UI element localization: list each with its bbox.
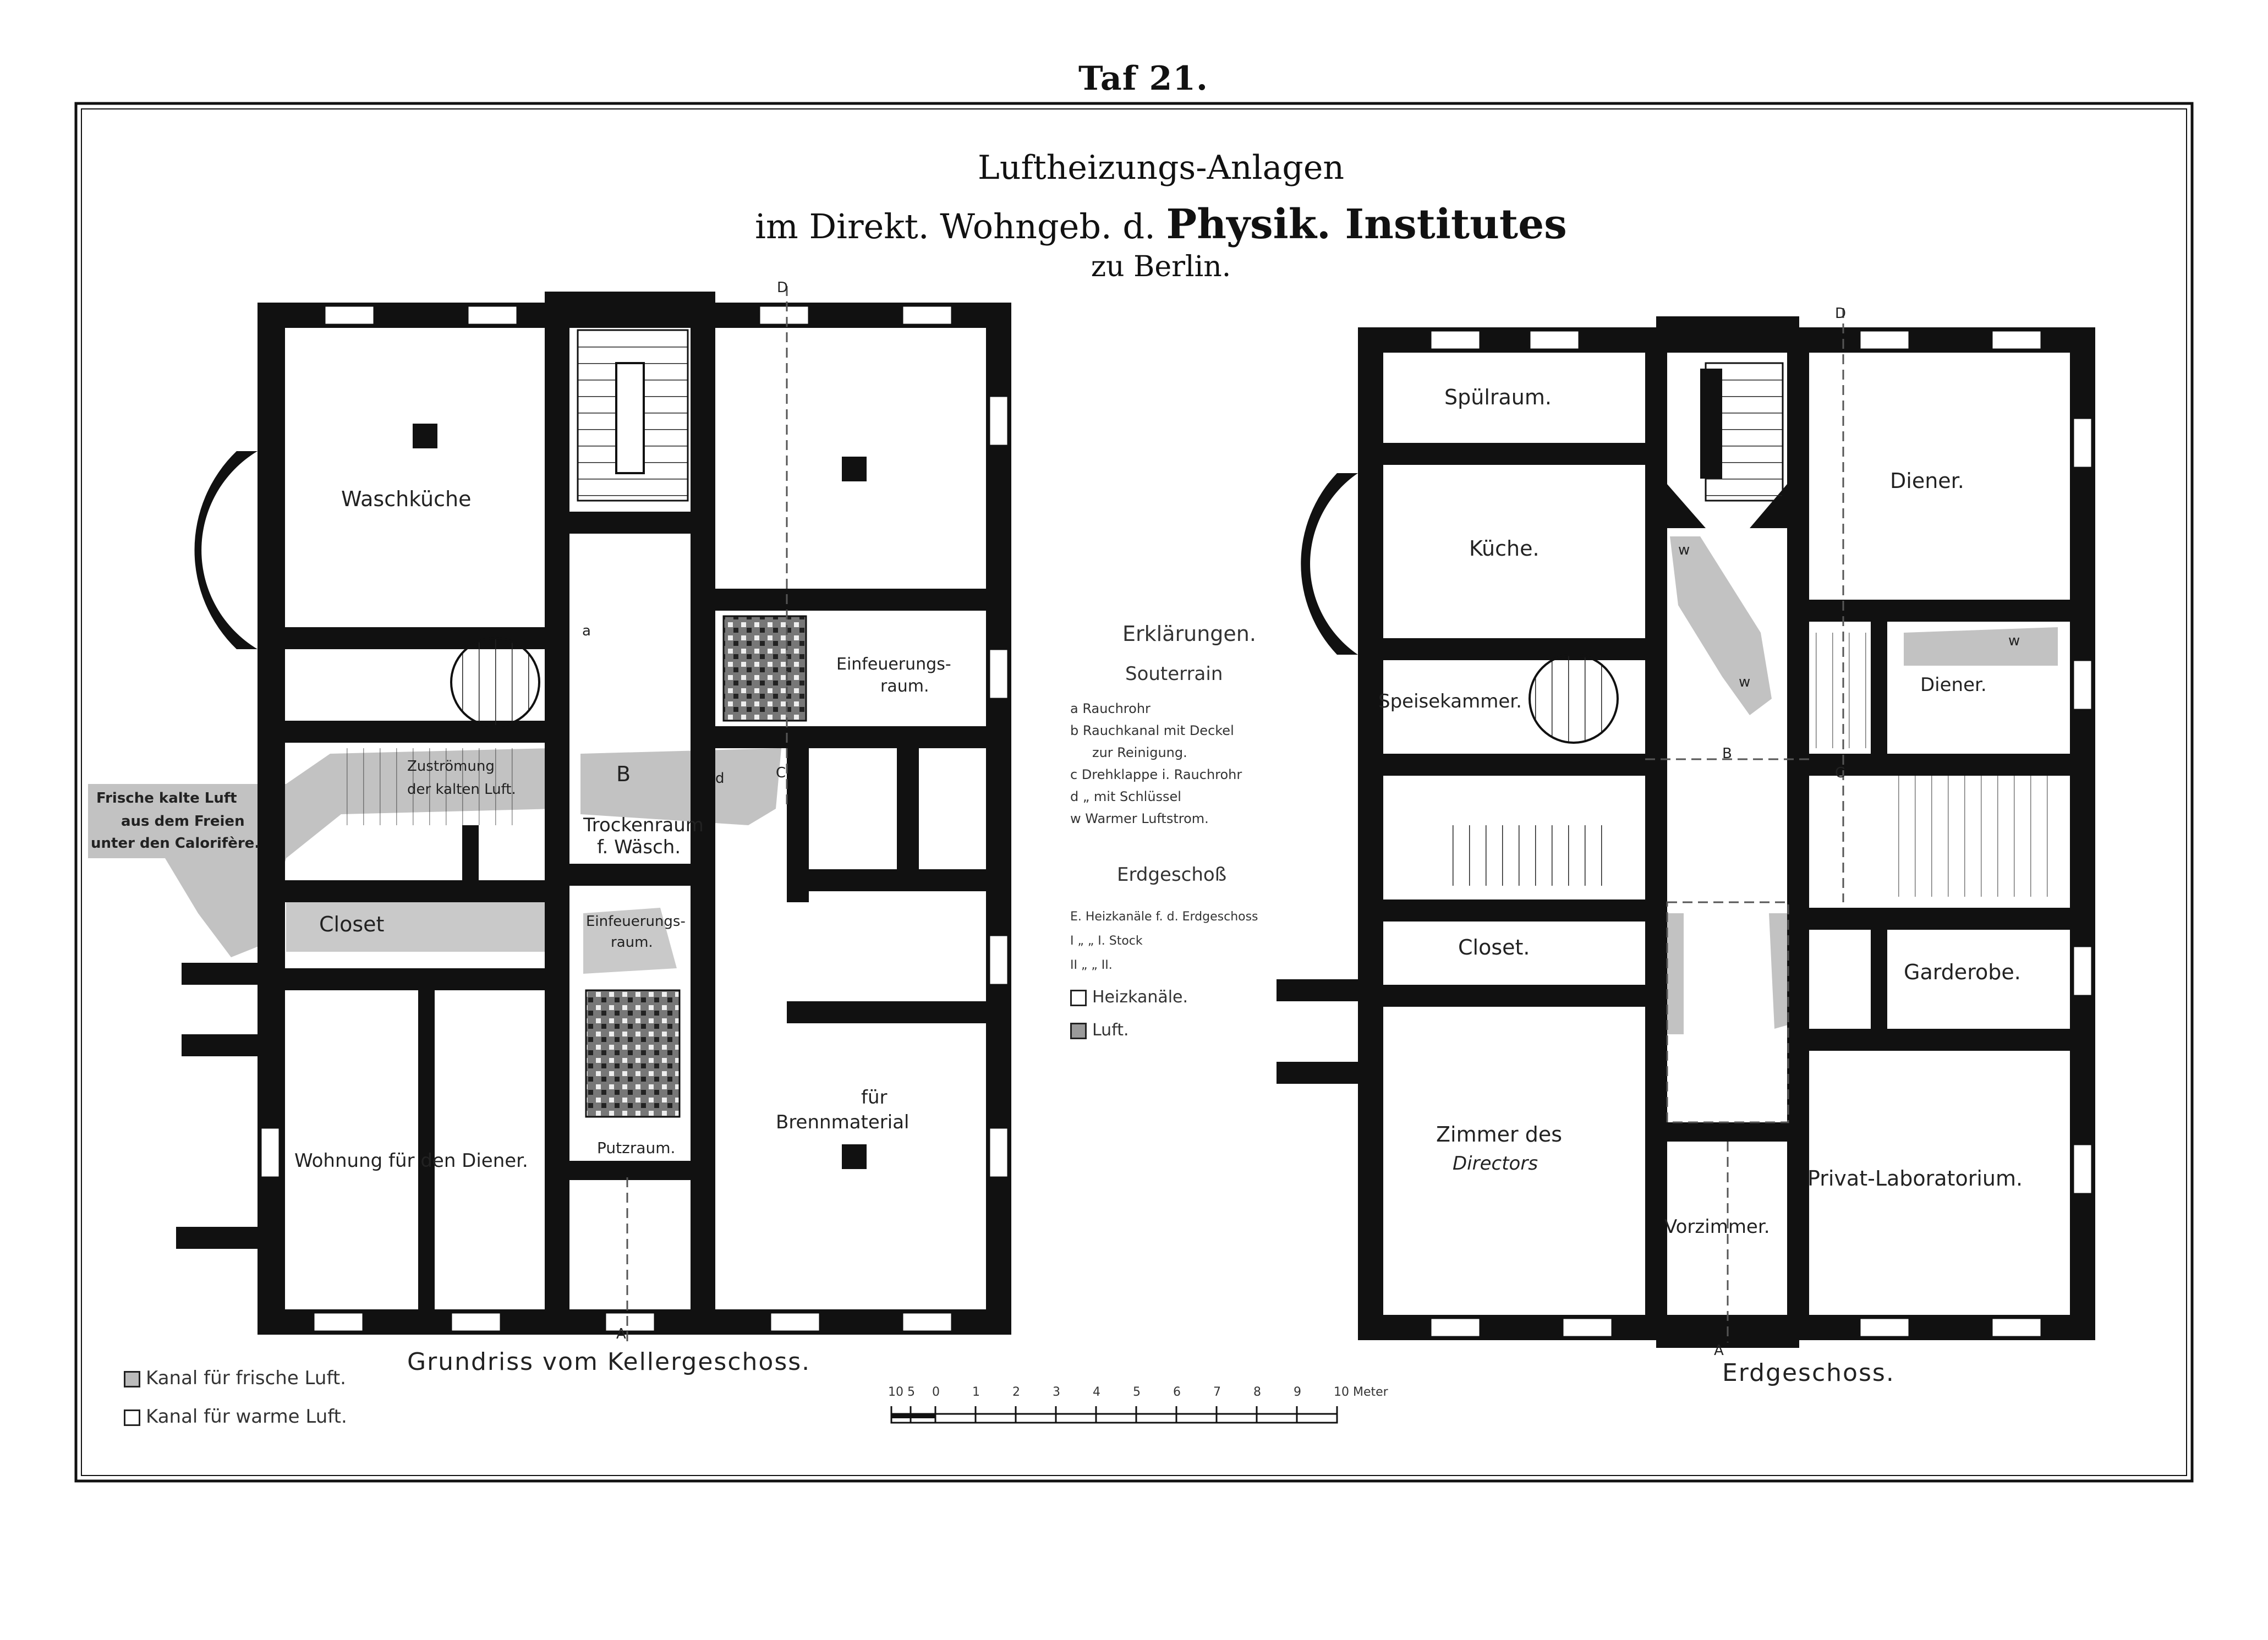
mark-C-basement: C — [776, 765, 786, 781]
subtitle-emphasis: Physik. Institutes — [1166, 201, 1567, 248]
key-frische-label: Kanal für frische Luft. — [146, 1367, 346, 1389]
plate-title: Luftheizungs-Anlagen — [977, 149, 1344, 187]
room-brennmaterial-2: Brennmaterial — [776, 1111, 910, 1133]
room-einfeuerung-lower-2: raum. — [611, 934, 653, 951]
legend-souterrain-item: a Rauchrohr — [1070, 701, 1151, 716]
room-diener-lower: Diener. — [1920, 674, 1987, 696]
scale-tick-label: 3 — [1053, 1385, 1060, 1399]
room-zimmer-directors-1: Zimmer des — [1436, 1122, 1563, 1147]
label-fresh-air-2: aus dem Freien — [121, 813, 245, 830]
legend-heading: Erklärungen. — [1122, 622, 1256, 646]
mark-w-3: w — [2008, 633, 2020, 649]
room-zimmer-directors-2: Directors — [1453, 1153, 1538, 1175]
scale-tick-label: 6 — [1173, 1385, 1181, 1399]
mark-A-basement: A — [616, 1326, 626, 1342]
room-diener-upper: Diener. — [1890, 469, 1964, 493]
legend-souterrain-item: d „ mit Schlüssel — [1070, 789, 1181, 804]
legend-erdgeschoss-list: E. Heizkanäle f. d. Erdgeschoss I „ „ I.… — [1070, 905, 1258, 978]
room-wohnung-diener: Wohnung für den Diener. — [294, 1150, 528, 1172]
key-frische-luft: Kanal für frische Luft. — [124, 1367, 346, 1389]
legend-souterrain-item: w Warmer Luftstrom. — [1070, 811, 1209, 826]
white-square-icon — [124, 1409, 140, 1426]
legend-souterrain-item: b Rauchkanal mit Deckel — [1070, 723, 1234, 738]
legend-souterrain-heading: Souterrain — [1125, 663, 1223, 685]
label-fresh-air-3: unter den Calorifère. — [91, 835, 260, 852]
mark-d: d — [715, 770, 725, 787]
scale-tick-label: 8 — [1253, 1385, 1261, 1399]
legend-heizkanaele-label: Heizkanäle. — [1092, 988, 1188, 1007]
grey-square-icon — [124, 1370, 140, 1387]
mark-C-ground: C — [1835, 765, 1845, 781]
scale-tick-label: 7 — [1213, 1385, 1221, 1399]
legend-souterrain-list: a Rauchrohr b Rauchkanal mit Deckel zur … — [1070, 698, 1242, 830]
room-speisekammer: Speisekammer. — [1378, 690, 1522, 712]
scale-tick-label: 5 — [1133, 1385, 1141, 1399]
scale-tick-label: 9 — [1294, 1385, 1301, 1399]
scale-bar — [890, 1406, 1338, 1424]
plate-subtitle: im Direkt. Wohngeb. d. Physik. Institute… — [715, 201, 1607, 248]
room-closet-basement: Closet — [319, 912, 385, 936]
plate-number: Taf 21. — [1078, 59, 1208, 98]
mark-w-1: w — [1678, 542, 1690, 558]
label-fresh-air-1: Frische kalte Luft — [96, 790, 237, 807]
plate-frame — [74, 102, 2194, 1483]
label-zustroemung-2: der kalten Luft. — [407, 781, 516, 798]
legend-erdgeschoss-heading: Erdgeschoß — [1117, 864, 1227, 886]
legend-souterrain-item: zur Reinigung. — [1092, 745, 1187, 760]
legend-erdgeschoss-item: E. Heizkanäle f. d. Erdgeschoss — [1070, 910, 1258, 924]
scale-tick-label: 10 Meter — [1334, 1385, 1388, 1399]
calorifere-upper — [722, 615, 807, 722]
legend-luft-label: Luft. — [1092, 1021, 1129, 1040]
room-garderobe: Garderobe. — [1904, 960, 2021, 984]
legend-luft: Luft. — [1070, 1021, 1129, 1040]
room-trockenraum-2: f. Wäsch. — [597, 836, 681, 858]
scale-tick-label: 4 — [1093, 1385, 1100, 1399]
white-square-icon — [1070, 989, 1087, 1006]
calorifere-lower — [585, 989, 681, 1118]
legend-erdgeschoss-item: I „ „ I. Stock — [1070, 934, 1143, 948]
label-zustroemung: Zuströmung — [407, 758, 495, 775]
room-spuelraum: Spülraum. — [1444, 385, 1552, 409]
grey-square-icon — [1070, 1022, 1087, 1039]
mark-D-basement: D — [777, 279, 788, 296]
mark-B-ground: B — [1722, 745, 1732, 762]
scale-tick-label: 10 — [888, 1385, 903, 1399]
caption-basement: Grundriss vom Kellergeschoss. — [407, 1348, 811, 1376]
mark-A-ground: A — [1714, 1342, 1724, 1359]
room-waschkueche: Waschküche — [341, 487, 472, 511]
room-vorzimmer: Vorzimmer. — [1664, 1216, 1770, 1238]
legend-heizkanaele: Heizkanäle. — [1070, 988, 1188, 1007]
basement-plan — [88, 286, 1011, 1342]
mark-w-2: w — [1739, 674, 1751, 690]
scale-tick-label: 0 — [932, 1385, 940, 1399]
caption-ground: Erdgeschoss. — [1722, 1359, 1895, 1387]
key-warme-label: Kanal für warme Luft. — [146, 1406, 347, 1428]
scale-tick-label: 1 — [972, 1385, 980, 1399]
mark-B-basement: B — [616, 762, 631, 786]
mark-a: a — [582, 623, 591, 639]
room-trockenraum: Trockenraum — [583, 814, 704, 836]
legend-souterrain-item: c Drehklappe i. Rauchrohr — [1070, 767, 1242, 782]
key-warme-luft: Kanal für warme Luft. — [124, 1406, 347, 1428]
plate-place: zu Berlin. — [1091, 250, 1231, 283]
subtitle-prefix: im Direkt. Wohngeb. d. — [755, 206, 1155, 246]
room-closet-ground: Closet. — [1458, 935, 1530, 959]
room-kueche: Küche. — [1469, 536, 1540, 561]
scale-tick-label: 2 — [1012, 1385, 1020, 1399]
room-putzraum: Putzraum. — [597, 1139, 676, 1157]
scale-tick-label: 5 — [907, 1385, 915, 1399]
room-brennmaterial-1: für — [861, 1087, 888, 1109]
room-einfeuerung-lower: Einfeuerungs- — [586, 913, 686, 930]
room-privat-laboratorium: Privat-Laboratorium. — [1807, 1166, 2023, 1191]
ground-floor-plan — [1277, 308, 2095, 1348]
mark-D-ground: D — [1835, 305, 1847, 322]
room-einfeuerung-upper-2: raum. — [880, 677, 929, 696]
legend-erdgeschoss-item: II „ „ II. — [1070, 958, 1113, 972]
room-einfeuerung-upper: Einfeuerungs- — [836, 655, 951, 674]
warm-air-channel — [1670, 536, 1772, 715]
